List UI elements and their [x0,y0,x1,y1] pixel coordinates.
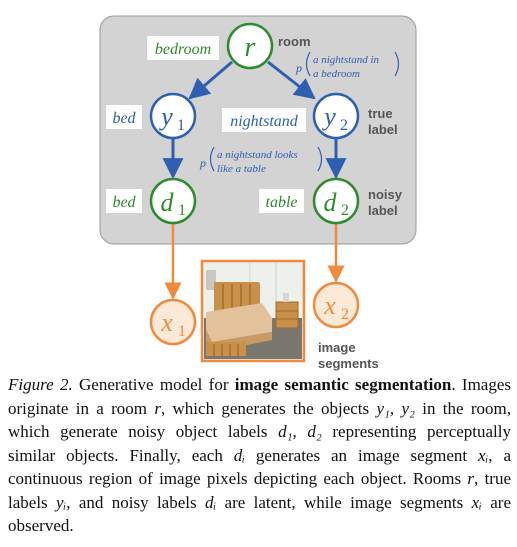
node-d2-subscript: 2 [341,202,349,219]
label-true-1: true [368,106,393,121]
figure-caption: Figure 2. Generative model for image sem… [8,373,511,538]
node-x2-label: x [323,291,336,320]
box-nightstand-label: nightstand [230,113,299,130]
caption-math: r [467,469,475,488]
node-d1-subscript: 1 [178,202,186,219]
prob-top-line1: a nightstand in [313,54,380,66]
caption-text: , which generates the objects [160,398,377,418]
caption-figure-label: Figure 2. [8,375,73,394]
prob-mid-line1: a nightstand looks [217,149,298,161]
node-y1: y 1 [149,92,197,140]
box-bed-noisy-label: bed [112,194,136,211]
node-y2: y 2 [312,92,360,140]
caption-text: representing perceptually similar object… [8,422,511,465]
node-d2-label: d [324,188,338,217]
node-y1-subscript: 1 [177,117,185,134]
label-room: room [278,34,311,49]
node-x2-subscript: 2 [341,306,349,323]
caption-text: . Images originate in a room [8,375,512,418]
caption-text: are observed. [8,492,511,536]
box-bedroom: bedroom [147,36,219,60]
label-true-2: label [368,122,398,137]
bedroom-photo [200,259,306,363]
node-d1: d 1 [149,177,197,225]
label-noisy-2: label [368,203,398,218]
box-bed-true: bed [106,105,142,129]
caption-text: , a continuous region of image pixels de… [8,445,512,489]
caption-text: generates an image segment [244,445,479,465]
prob-top: p a nightstand in a bedroom [295,51,400,80]
caption-text: , true labels [8,469,511,512]
edge-r-y2 [267,60,316,100]
caption-text: , and noisy labels [66,492,205,512]
caption-math: d₁, d₂ [278,422,322,441]
node-x1: x 1 [149,298,197,346]
caption-text: are latent, while image segments [216,492,472,512]
node-y2-label: y [321,102,336,131]
box-table-label: table [266,194,298,211]
node-x2: x 2 [312,281,360,329]
caption-math: yᵢ [56,492,67,512]
caption-math: dᵢ [204,492,217,512]
node-d1-label: d [161,188,175,217]
label-segments-1: image [318,340,356,355]
box-table: table [259,189,304,213]
node-x1-label: x [160,308,173,337]
caption-math: r [154,398,161,418]
caption-math: y₁, y₂ [376,398,415,418]
prob-mid: p a nightstand looks like a table [199,146,323,175]
node-r: r [226,22,274,70]
caption-math: xᵢ [471,492,482,512]
prob-mid-line2: like a table [217,163,266,175]
box-bed-true-label: bed [112,110,136,127]
label-segments-2: segments [318,356,379,371]
node-d2: d 2 [312,177,360,225]
node-r-label: r [245,32,256,63]
prob-mid-p: p [199,156,206,170]
prob-top-line2: a bedroom [313,68,360,80]
caption-math: dᵢ [233,445,245,465]
box-bedroom-label: bedroom [155,41,211,58]
prob-top-p: p [295,61,302,75]
caption-math: xᵢ [478,445,489,465]
caption-text: in the room, which generate noisy object… [8,398,511,442]
node-y1-label: y [158,102,173,131]
caption-bold-term: image semantic segmentation [234,375,452,394]
node-y2-subscript: 2 [340,117,348,134]
caption-text: Generative model for [72,375,235,394]
box-bed-noisy: bed [106,189,142,213]
node-x1-subscript: 1 [178,323,186,340]
box-nightstand: nightstand [222,108,306,132]
label-noisy-1: noisy [368,187,403,202]
edge-r-y1 [188,60,233,100]
